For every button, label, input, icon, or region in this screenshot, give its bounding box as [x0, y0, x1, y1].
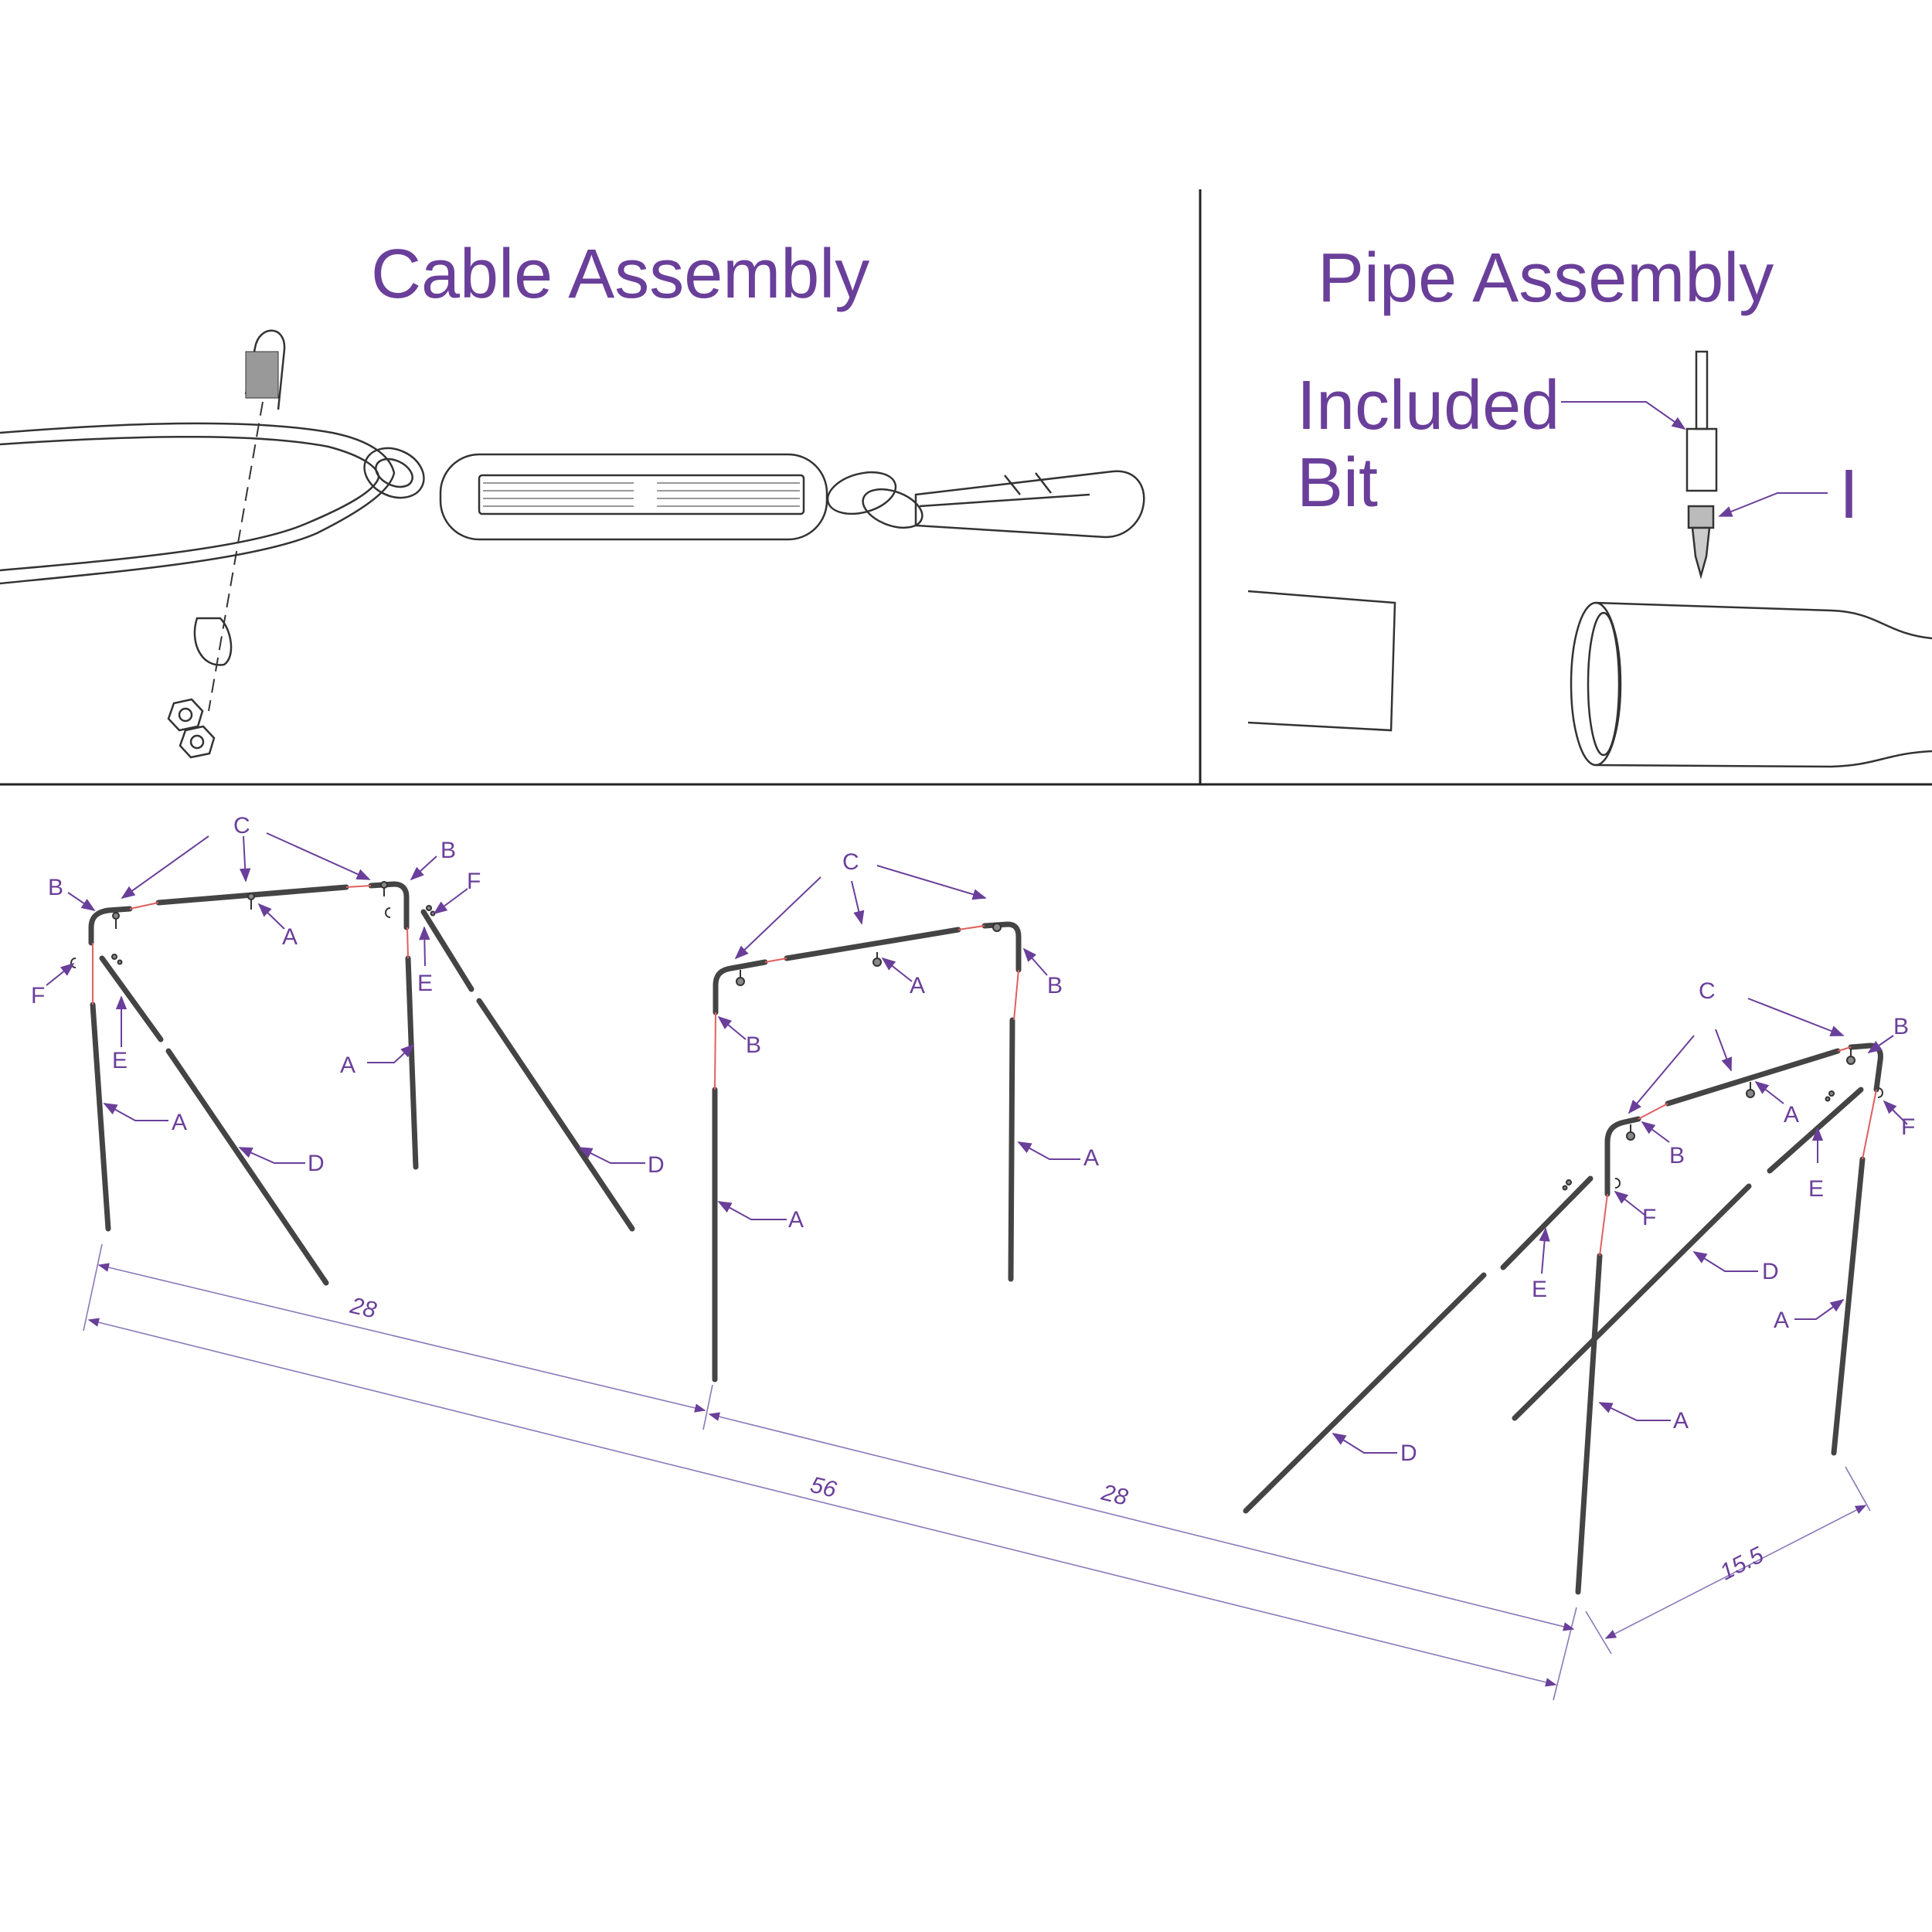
hex-nut [167, 698, 204, 732]
frame-left-label-a-leg-right: A [340, 1053, 355, 1078]
frame-middle-label-a-leg-right: A [1083, 1145, 1099, 1171]
driver-bit-shank [1695, 350, 1709, 430]
hex-nut [179, 725, 216, 759]
u-bolt [244, 329, 286, 410]
frame-left-label-b-right: B [440, 838, 456, 863]
dimension-56-label: 56 [808, 1472, 839, 1503]
frame-right-label-b-mid: B [1669, 1143, 1685, 1168]
frame-right-label-e-right: E [1808, 1176, 1824, 1202]
frame-left-label-d-right: D [648, 1152, 665, 1178]
pipe-swaged [1595, 601, 1932, 768]
included-bit-label-line1: Included [1297, 367, 1560, 444]
frame-right-brace-left-upper [1500, 1175, 1594, 1270]
frame-left-label-c: C [233, 813, 250, 838]
frame-middle-leg-right [1008, 1017, 1015, 1282]
dimension-15-5-label: 15.5 [1716, 1542, 1767, 1585]
chain-link [826, 471, 897, 515]
chain-link [862, 488, 923, 529]
frame-left-leg-right [405, 955, 419, 1170]
dimension-28-right-label: 28 [1098, 1479, 1131, 1510]
frame-right-label-d-upper: D [1762, 1259, 1779, 1284]
cable-assembly-illustration [0, 329, 1145, 759]
frame-left-leg-left [90, 1002, 111, 1232]
pipe-straight [1247, 590, 1396, 732]
frame-pipes [88, 881, 1883, 1595]
frame-right-top-rail [1665, 1048, 1841, 1107]
cable-loop [0, 422, 396, 585]
frame-left-label-b-left: B [48, 875, 63, 900]
frame-left-right-corner [368, 881, 410, 930]
chain-link [363, 447, 425, 499]
pipe-swaged-end [1570, 601, 1622, 767]
turnbuckle-body [439, 453, 828, 541]
frame-left-brace-right-upper [420, 909, 474, 992]
u-bolt-centerline [208, 401, 264, 712]
frame-right-label-d-lower: D [1400, 1440, 1417, 1466]
frame-middle-right-corner [981, 921, 1022, 973]
dimension-15-5 [1604, 1505, 1867, 1639]
frame-middle-label-a-top: A [910, 973, 925, 998]
callout-leaders [46, 832, 1908, 1454]
turnbuckle-threads [483, 482, 800, 507]
frame-right-brace-left-lower [1243, 1272, 1487, 1514]
hex-nut-hole [178, 707, 193, 723]
frame-right-label-f-left: F [1642, 1205, 1656, 1230]
frame-right-leg-left [1575, 1253, 1603, 1595]
included-bit-leader [1561, 401, 1686, 430]
frame-left-label-a-top: A [282, 924, 298, 950]
frame-right-label-c: C [1699, 978, 1716, 1004]
dimension-28-right [708, 1412, 1575, 1631]
frame-middle-label-b-left: B [746, 1032, 761, 1058]
dimension-28-left [97, 1263, 706, 1413]
snap-hook [914, 470, 1145, 539]
frame-left-brace-left-upper [99, 955, 164, 1043]
frame-middle-left-corner [713, 959, 768, 1015]
pipe-assembly-title: Pipe Assembly [1318, 240, 1774, 317]
driver-bit-socket [1685, 427, 1718, 492]
frame-middle-label-a-leg-left: A [788, 1207, 804, 1233]
frame-left-label-e-left: E [112, 1048, 128, 1073]
frame-right-leg-right [1831, 1156, 1866, 1456]
frame-middle-label-b-right: B [1047, 973, 1063, 998]
frame-left-top-bar [88, 906, 133, 946]
frame-left-label-f-left: F [31, 983, 45, 1009]
cable-assembly-title: Cable Assembly [371, 236, 869, 313]
frame-right-label-b-top-right: B [1893, 1014, 1909, 1039]
frame-left-label-a-leg-left: A [172, 1110, 187, 1135]
frame-right-label-a-top: A [1784, 1102, 1799, 1128]
frame-right-left-corner [1604, 1116, 1641, 1197]
frame-right-label-e-left: E [1532, 1277, 1547, 1302]
dimension-lines [83, 1243, 1871, 1701]
part-i-label: I [1839, 456, 1859, 533]
frame-right-label-f-right: F [1901, 1114, 1915, 1140]
frame-right-right-corner [1848, 1043, 1883, 1093]
hex-nut-hole [189, 734, 205, 750]
clamp-saddle [193, 617, 233, 666]
cable-loop-inner [0, 435, 380, 572]
u-bolt-threads [245, 351, 279, 399]
chain-link-inner [375, 457, 413, 488]
frame-middle-label-c: C [842, 849, 859, 875]
included-bit-label-line2: Bit [1297, 444, 1378, 522]
frame-cables [92, 885, 1877, 1257]
lag-screw-head [1687, 505, 1715, 529]
frame-left-brace-left-lower [165, 1048, 329, 1286]
frame-left-label-e-right: E [417, 971, 433, 996]
frame-middle-top-rail [784, 927, 961, 961]
dimension-56 [87, 1318, 1557, 1687]
pipe-assembly-illustration [1247, 350, 1932, 768]
frame-left-brace-right-lower [476, 998, 635, 1232]
lag-screw-shank [1691, 526, 1711, 580]
frame-right-label-a-leg-left: A [1673, 1408, 1689, 1434]
part-i-leader [1718, 492, 1828, 517]
frame-left-label-f-right: F [467, 869, 481, 894]
snap-hook-gate [919, 472, 1090, 508]
frame-left-label-d-left: D [308, 1151, 325, 1176]
frame-hardware [70, 881, 1883, 1191]
dimension-28-left-label: 28 [347, 1293, 379, 1324]
turnbuckle-window [478, 474, 805, 515]
frame-right-label-a-leg-right: A [1774, 1308, 1789, 1333]
pipe-swaged-end-inner [1587, 611, 1621, 757]
